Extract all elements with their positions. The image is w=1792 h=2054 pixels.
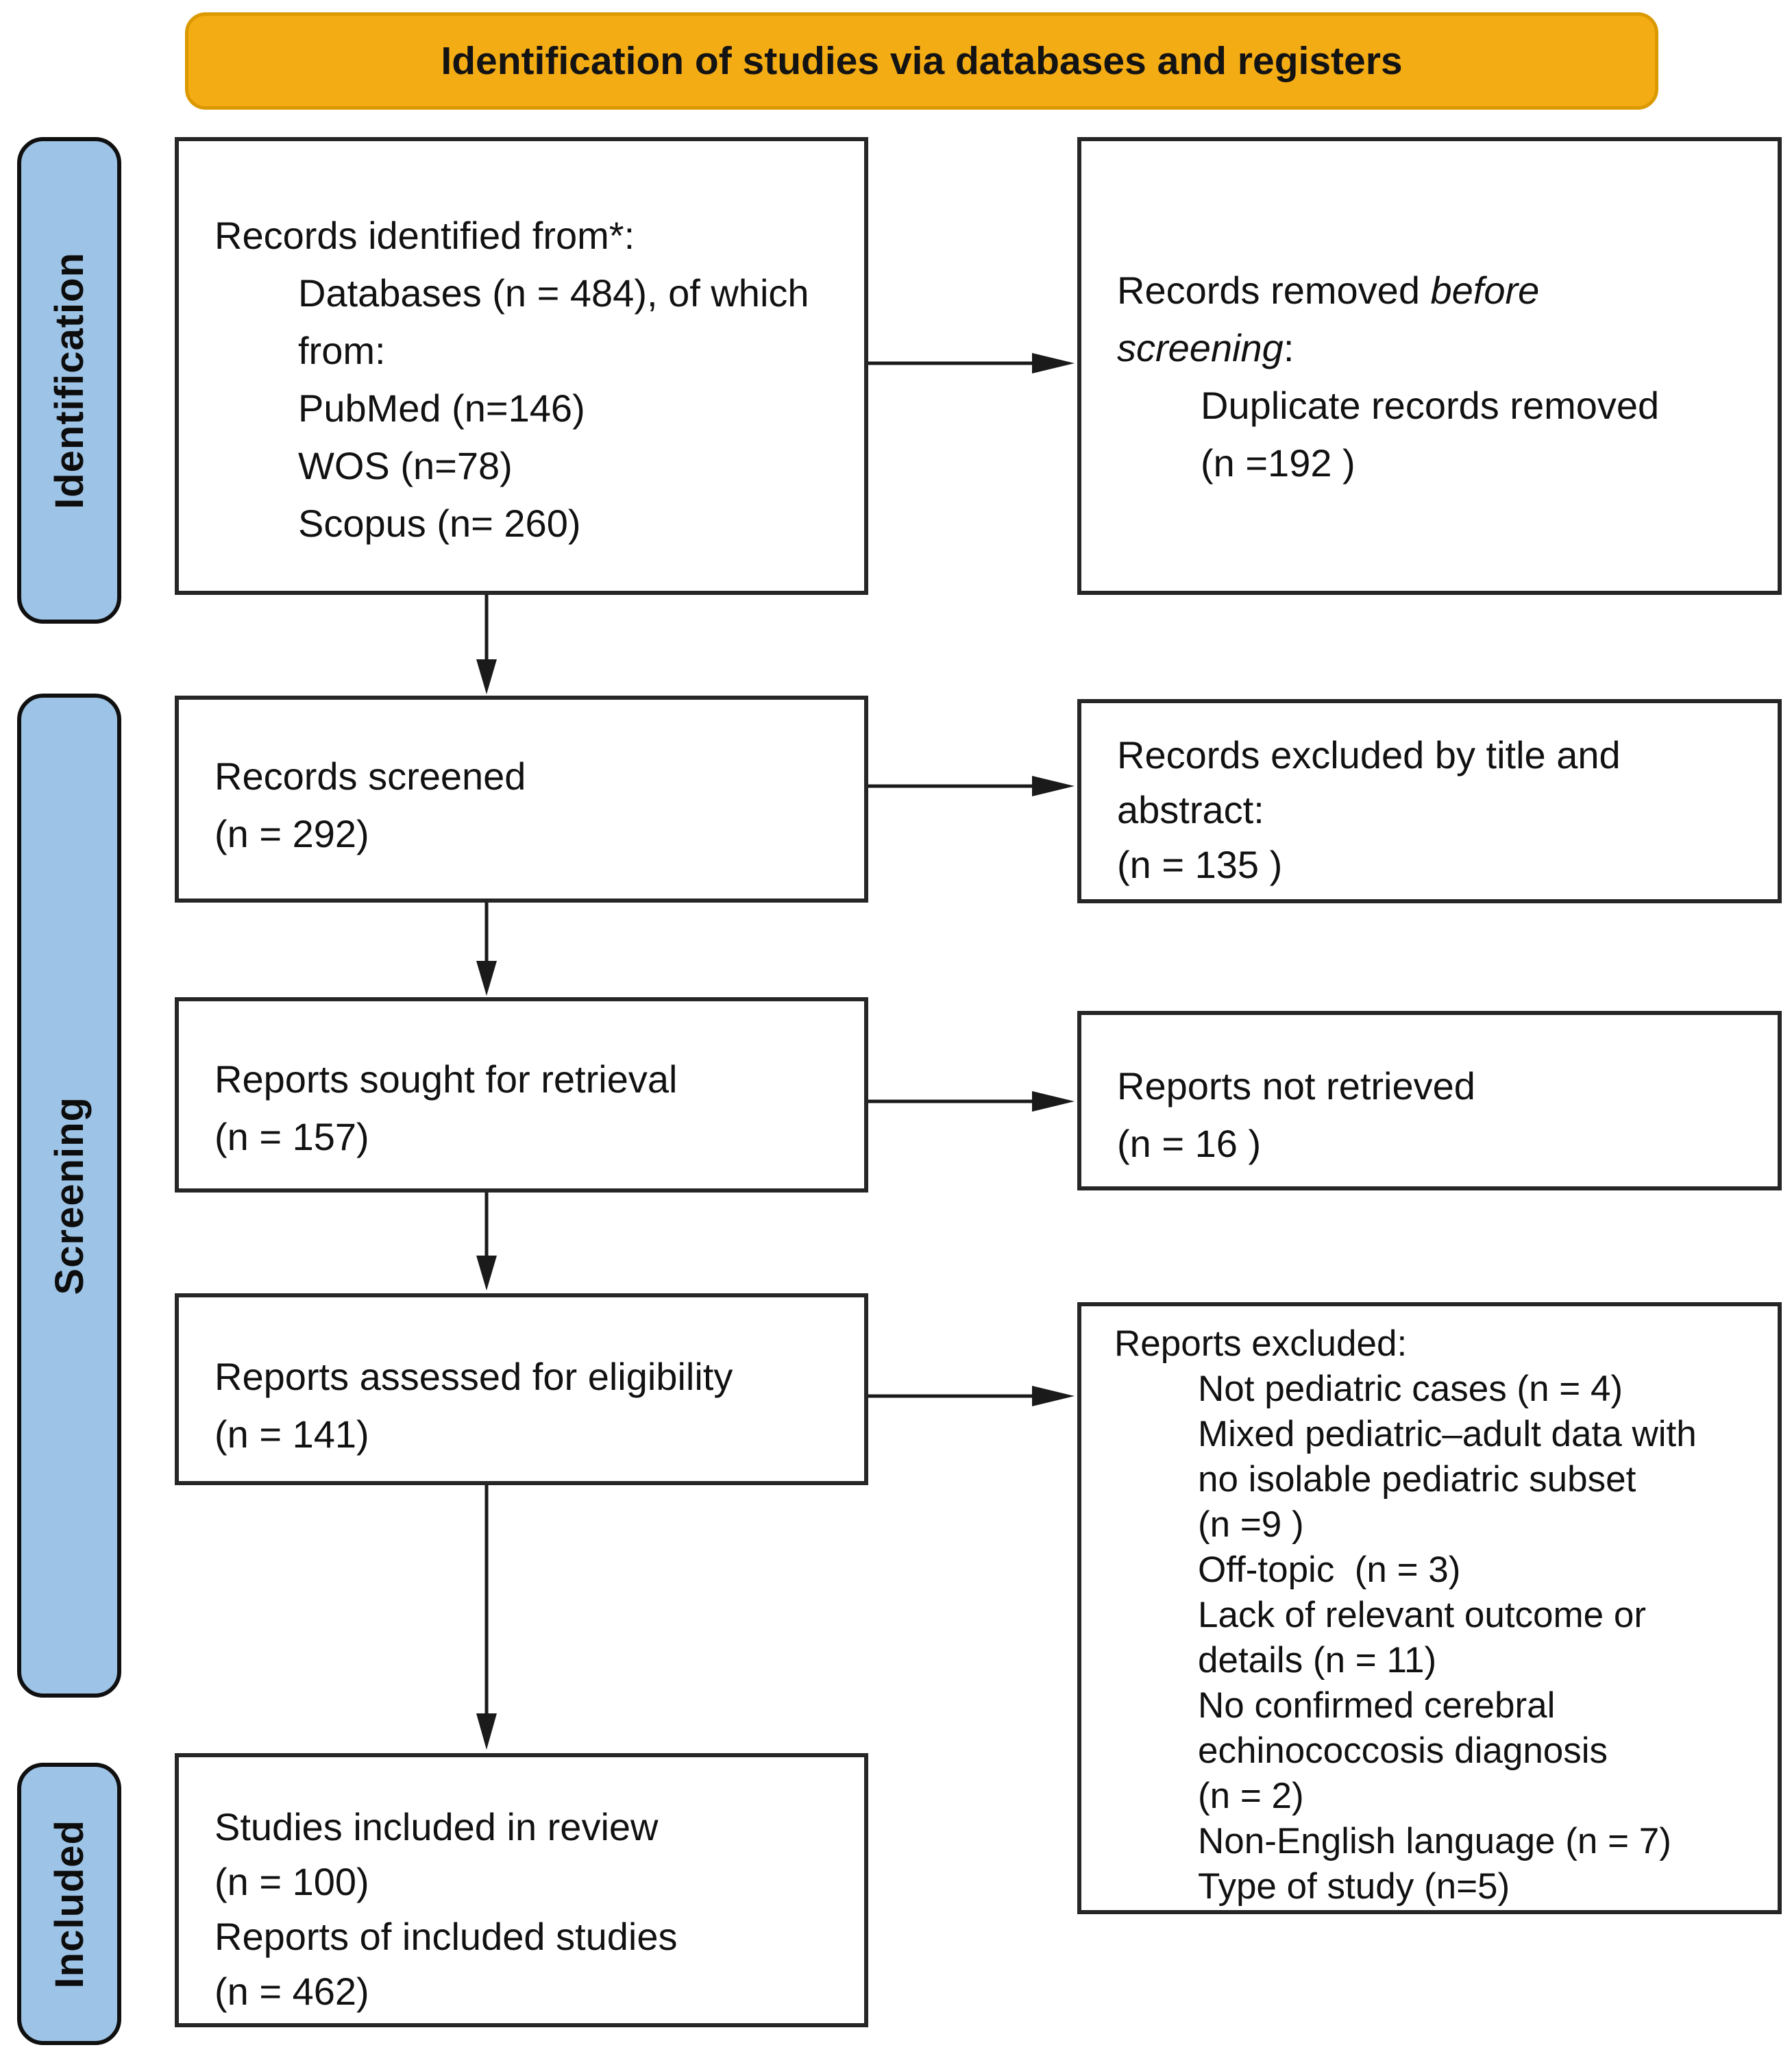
text-line: Reports assessed for eligibility [214, 1355, 733, 1398]
arrow-screened-to-excluded [868, 776, 1075, 796]
text-line: Records screened [214, 755, 526, 798]
banner-title: Identification of studies via databases … [441, 39, 1403, 83]
text-line: (n =9 ) [1198, 1504, 1304, 1545]
arrow-sought-to-assessed [476, 1193, 497, 1291]
box-studies-included: Studies included in review (n = 100) Repor… [175, 1753, 868, 2027]
arrow-assessed-to-included [476, 1485, 497, 1750]
text-line: from: [298, 329, 386, 372]
text-line: Scopus (n= 260) [298, 502, 581, 545]
text-line: (n = 292) [214, 812, 369, 855]
text-line: Studies included in review [214, 1805, 659, 1848]
text-line: details (n = 11) [1198, 1640, 1437, 1680]
text-line: (n = 16 ) [1117, 1122, 1262, 1165]
box-records-excluded-title-abstract: Records excluded by title and abstract: (n… [1077, 699, 1782, 903]
text-line: Non-English language (n = 7) [1198, 1821, 1671, 1861]
text-line: Records identified from*: [214, 214, 635, 257]
text-line: Off-topic (n = 3) [1198, 1550, 1461, 1590]
box-reports-excluded-reasons: Reports excluded: Not pediatric cases (n … [1077, 1302, 1782, 1914]
box-records-removed-before-screening: Records removed before screening: Duplicat… [1077, 137, 1782, 595]
text-line: Type of study (n=5) [1198, 1866, 1510, 1907]
stage-label-included: Included [17, 1763, 121, 2045]
box-reports-assessed-eligibility: Reports assessed for eligibility (n = 141… [175, 1293, 868, 1485]
text-line: (n = 100) [214, 1860, 369, 1903]
text-line: Reports sought for retrieval [214, 1057, 678, 1101]
stage-label-identification: Identification [17, 137, 121, 624]
text-line: Reports of included studies [214, 1915, 678, 1958]
arrow-identified-to-removed [868, 353, 1075, 374]
text-line: (n = 157) [214, 1115, 369, 1158]
stage-screening-text: Screening [47, 1096, 92, 1295]
text-line: No confirmed cerebral [1198, 1685, 1556, 1726]
text-line: Records removed before [1117, 269, 1540, 312]
arrow-screened-to-sought [476, 903, 497, 996]
text-line: (n =192 ) [1201, 441, 1355, 485]
text-line: no isolable pediatric subset [1198, 1459, 1636, 1500]
box-reports-not-retrieved: Reports not retrieved (n = 16 ) [1077, 1011, 1782, 1190]
box-reports-sought-retrieval: Reports sought for retrieval (n = 157) [175, 997, 868, 1193]
arrow-sought-to-not-retrieved [868, 1091, 1075, 1112]
text-line: (n = 2) [1198, 1776, 1304, 1816]
text-line: screening: [1117, 326, 1294, 369]
text-line: abstract: [1117, 788, 1264, 831]
box-records-screened: Records screened (n = 292) [175, 696, 868, 903]
text-line: WOS (n=78) [298, 444, 513, 487]
box-records-identified: Records identified from*: Databases (n = … [175, 137, 868, 595]
stage-included-text: Included [47, 1819, 92, 1989]
text-line: Databases (n = 484), of which [298, 271, 809, 315]
text-line: Duplicate records removed [1201, 384, 1660, 427]
text-line: Lack of relevant outcome or [1198, 1595, 1647, 1635]
text-line: Reports not retrieved [1117, 1064, 1475, 1108]
text-line: PubMed (n=146) [298, 387, 585, 430]
text-line: Mixed pediatric–adult data with [1198, 1414, 1697, 1454]
text-line: (n = 141) [214, 1413, 369, 1456]
stage-identification-text: Identification [47, 252, 92, 509]
text-line: Records excluded by title and [1117, 733, 1621, 777]
arrow-identified-to-screened [476, 595, 497, 694]
arrow-assessed-to-excluded-reports [868, 1386, 1075, 1406]
stage-label-screening: Screening [17, 694, 121, 1698]
text-line: Reports excluded: [1114, 1323, 1408, 1364]
banner-identification-via-databases: Identification of studies via databases … [185, 12, 1658, 110]
text-line: Not pediatric cases (n = 4) [1198, 1369, 1623, 1409]
text-line: (n = 462) [214, 1970, 369, 2013]
text-line: echinococcosis diagnosis [1198, 1731, 1608, 1771]
text-line: (n = 135 ) [1117, 843, 1283, 886]
